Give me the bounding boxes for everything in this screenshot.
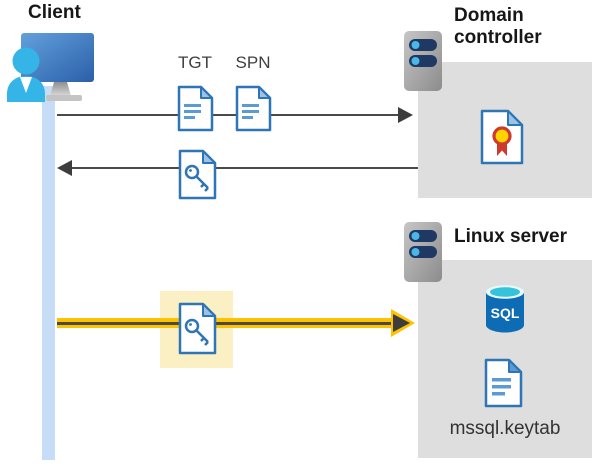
domain-controller-label: Domain controller [454, 5, 542, 48]
response-arrow-line [71, 167, 418, 169]
auth-arrow-head-inner-icon [393, 314, 410, 332]
monitor-stand [50, 82, 71, 96]
key-glyph [184, 164, 209, 192]
tgt-document-icon [177, 85, 214, 132]
request-arrow-line [57, 114, 399, 116]
ticket-key-document-icon [178, 149, 217, 200]
request-arrow-head-icon [398, 107, 413, 123]
key-glyph [184, 318, 209, 346]
linux-server-label: Linux server [454, 226, 567, 247]
sql-icon-label: SQL [491, 305, 520, 321]
domain-controller-server-icon [403, 30, 443, 92]
keytab-key-document-icon [178, 302, 217, 355]
monitor-base [46, 95, 82, 101]
linux-server-icon [403, 221, 443, 283]
auth-arrow-core-line [57, 322, 393, 325]
spn-document-icon [235, 85, 272, 132]
sql-database-icon: SQL [484, 284, 526, 334]
person-head [12, 47, 40, 75]
keytab-filename-label: mssql.keytab [449, 418, 561, 439]
client-timeline-bar [42, 86, 55, 460]
response-arrow-head-icon [57, 160, 72, 176]
spn-label: SPN [235, 53, 271, 72]
rosette [492, 126, 512, 146]
client-computer-icon [6, 24, 106, 102]
client-label: Client [28, 2, 81, 23]
tgt-label: TGT [178, 53, 212, 72]
client-computer-svg [7, 33, 94, 102]
certificate-icon [480, 109, 524, 165]
monitor-screen [21, 33, 94, 82]
keytab-file-icon [484, 358, 523, 408]
person-collar [20, 77, 32, 93]
